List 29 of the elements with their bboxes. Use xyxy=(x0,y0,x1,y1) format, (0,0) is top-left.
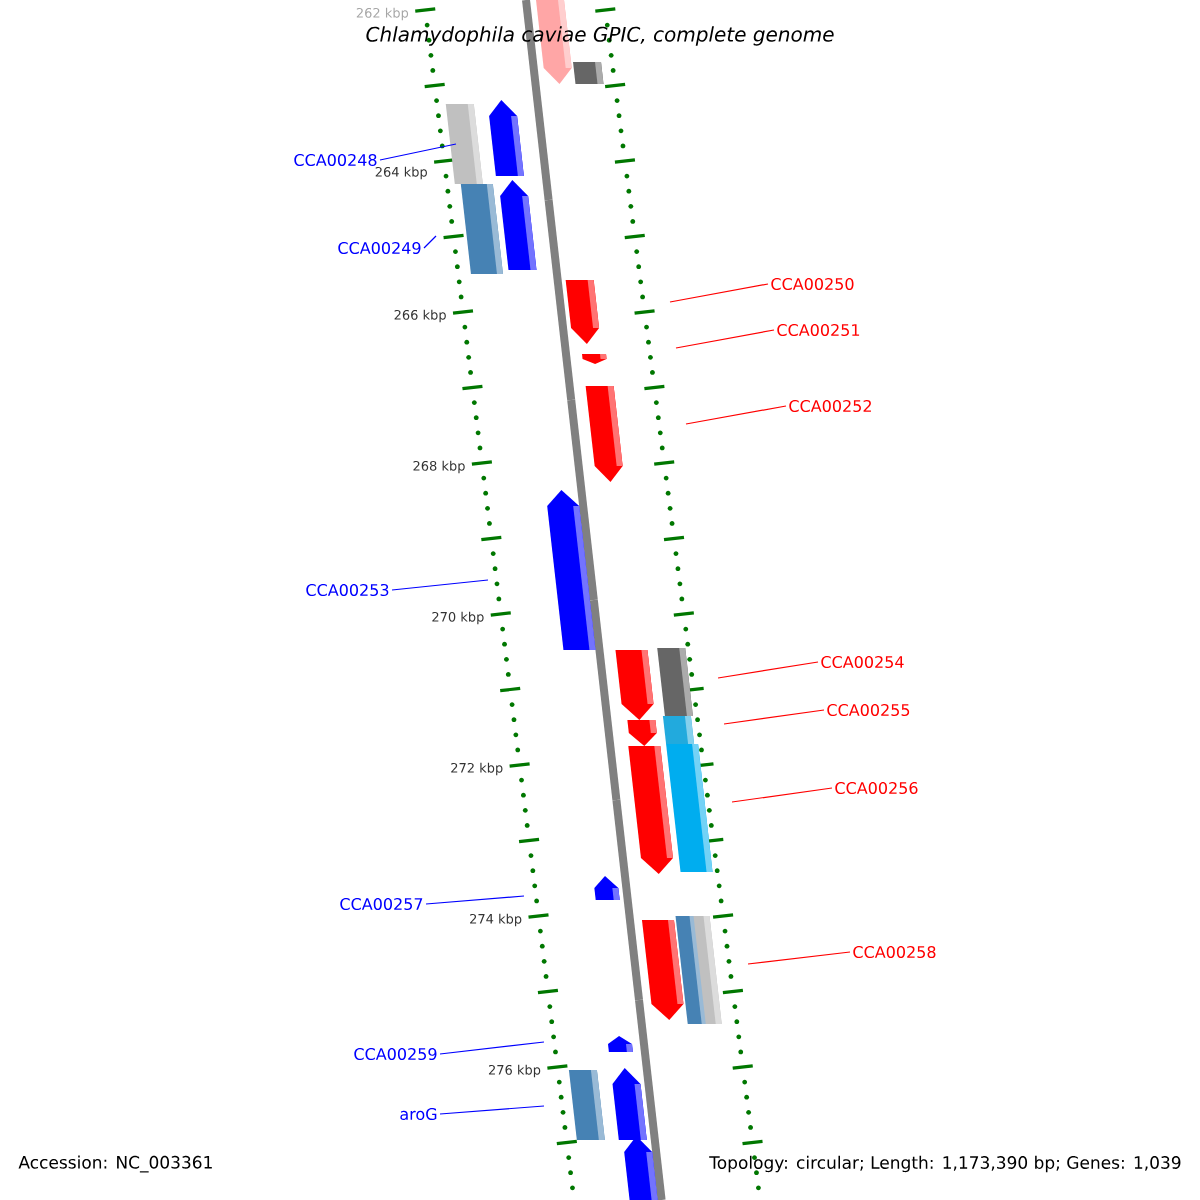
gene-label: CCA00256 xyxy=(835,781,918,795)
leader-line xyxy=(425,895,525,905)
leader-line xyxy=(747,951,851,965)
title: Chlamydophila caviae GPIC, complete genome xyxy=(366,26,834,46)
leader-line xyxy=(685,405,787,425)
gene-label: CCA00254 xyxy=(821,655,904,669)
gene-label: aroG xyxy=(400,1107,437,1121)
leader-line xyxy=(379,143,457,161)
gene-label: CCA00257 xyxy=(340,897,423,911)
leader-line xyxy=(439,1041,545,1055)
leader-line xyxy=(423,235,437,249)
leader-line xyxy=(391,579,489,591)
gene-label: CCA00251 xyxy=(777,323,860,337)
gene-label: CCA00255 xyxy=(827,703,910,717)
leader-line xyxy=(723,709,825,725)
leader-line xyxy=(731,787,833,803)
gene-label: CCA00259 xyxy=(354,1047,437,1061)
leader-line xyxy=(669,283,769,303)
accession-text: Accession: NC_003361 xyxy=(18,1155,212,1173)
gene-label: CCA00253 xyxy=(306,583,389,597)
genome-info-text: Topology: circular; Length: 1,173,390 bp; Genes: 1,039 xyxy=(709,1155,1181,1173)
leader-line xyxy=(675,329,775,349)
gene-label: CCA00249 xyxy=(338,241,421,255)
leader-line xyxy=(439,1105,545,1115)
gene-label: CCA00248 xyxy=(294,153,377,167)
gene-label: CCA00252 xyxy=(789,399,871,413)
leader-line xyxy=(717,661,819,679)
gene-label: CCA00250 xyxy=(771,277,854,291)
gene-label: CCA00258 xyxy=(853,945,936,959)
